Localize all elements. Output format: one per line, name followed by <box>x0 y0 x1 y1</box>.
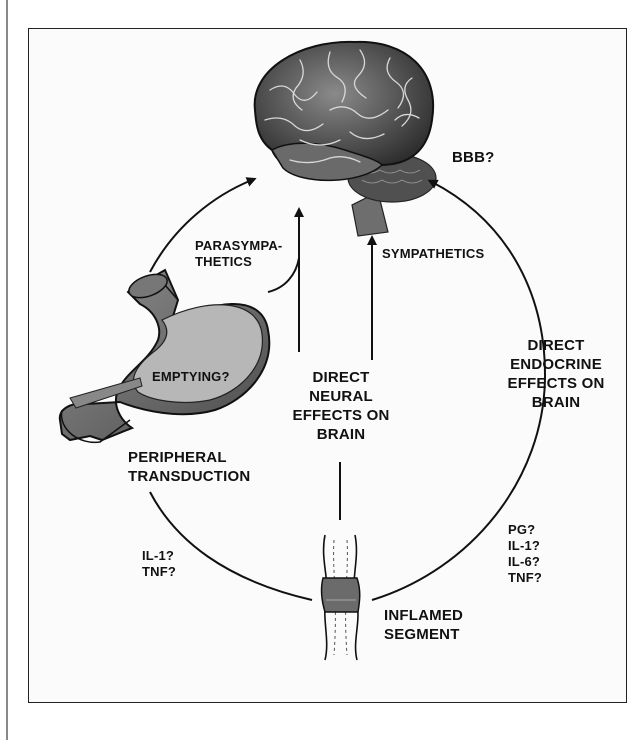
intestine-illustration <box>322 535 360 660</box>
inflamed-segment-line-1: INFLAMED <box>384 606 463 625</box>
peripheral-transduction-line-1: PERIPHERAL <box>128 448 250 467</box>
inflamed-segment-label: INFLAMED SEGMENT <box>384 606 463 644</box>
right-mediator-2: IL-1? <box>508 538 542 554</box>
parasympathetics-label: PARASYMPA- THETICS <box>195 238 282 270</box>
direct-endocrine-line-1: DIRECT <box>496 336 616 355</box>
left-mediator-2: TNF? <box>142 564 176 580</box>
parasympathetics-line-1: PARASYMPA- <box>195 238 282 254</box>
direct-neural-line-2: NEURAL <box>282 387 400 406</box>
direct-neural-line-4: BRAIN <box>282 425 400 444</box>
right-mediators-label: PG? IL-1? IL-6? TNF? <box>508 522 542 586</box>
brain-illustration <box>255 42 436 236</box>
left-mediator-1: IL-1? <box>142 548 176 564</box>
peripheral-transduction-label: PERIPHERAL TRANSDUCTION <box>128 448 250 486</box>
direct-neural-line-1: DIRECT <box>282 368 400 387</box>
peripheral-transduction-line-2: TRANSDUCTION <box>128 467 250 486</box>
direct-endocrine-line-3: EFFECTS ON <box>496 374 616 393</box>
right-mediator-3: IL-6? <box>508 554 542 570</box>
right-mediator-1: PG? <box>508 522 542 538</box>
inflamed-segment-line-2: SEGMENT <box>384 625 463 644</box>
parasympathetics-line-2: THETICS <box>195 254 282 270</box>
left-mediators-label: IL-1? TNF? <box>142 548 176 580</box>
sympathetics-label: SYMPATHETICS <box>382 246 484 262</box>
emptying-label: EMPTYING? <box>152 369 230 385</box>
right-mediator-4: TNF? <box>508 570 542 586</box>
left-lower-arc <box>150 492 312 600</box>
direct-endocrine-line-4: BRAIN <box>496 393 616 412</box>
bbb-label: BBB? <box>452 148 494 167</box>
direct-endocrine-label: DIRECT ENDOCRINE EFFECTS ON BRAIN <box>496 336 616 412</box>
direct-neural-line-3: EFFECTS ON <box>282 406 400 425</box>
direct-endocrine-line-2: ENDOCRINE <box>496 355 616 374</box>
stomach-illustration <box>60 270 269 443</box>
direct-neural-label: DIRECT NEURAL EFFECTS ON BRAIN <box>282 368 400 444</box>
